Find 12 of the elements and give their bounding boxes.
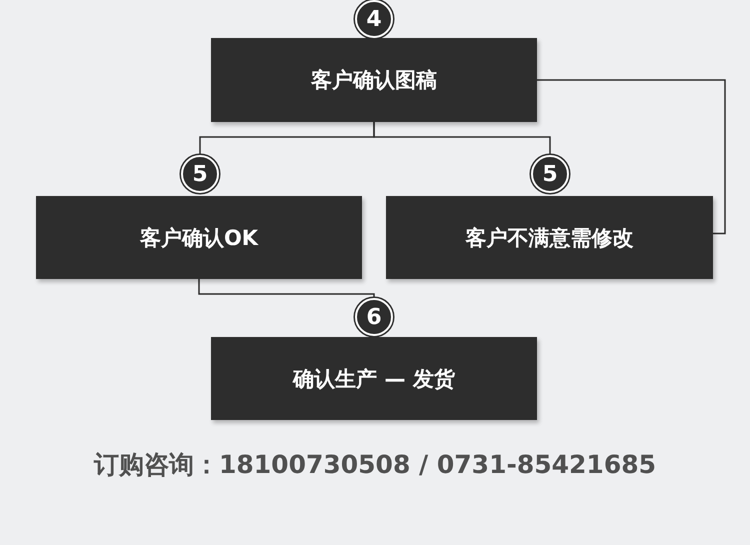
process-box: 客户确认图稿	[211, 38, 537, 122]
step-number: 5	[181, 155, 219, 193]
connector-line	[373, 122, 551, 155]
process-box: 客户确认OK	[36, 196, 362, 279]
process-box: 确认生产 — 发货	[211, 337, 537, 420]
contact-text: 订购咨询：18100730508 / 0731-85421685	[92, 449, 657, 481]
process-box: 客户不满意需修改	[386, 196, 713, 279]
connector-line	[198, 279, 375, 298]
step-number: 4	[355, 0, 393, 38]
connector-line	[537, 79, 726, 234]
step-number: 6	[355, 298, 393, 336]
step-number: 5	[531, 155, 569, 193]
